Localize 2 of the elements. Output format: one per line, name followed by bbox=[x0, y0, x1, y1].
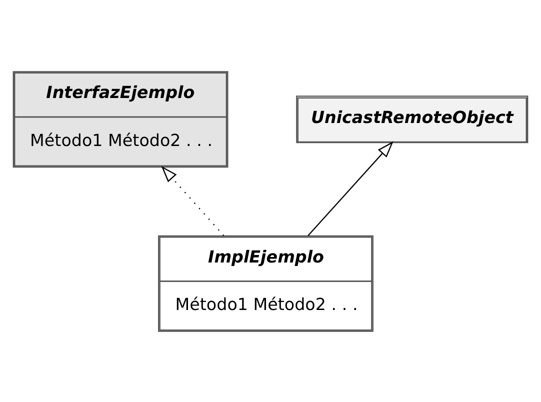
arrow bbox=[308, 140, 394, 236]
arrow bbox=[161, 165, 224, 236]
